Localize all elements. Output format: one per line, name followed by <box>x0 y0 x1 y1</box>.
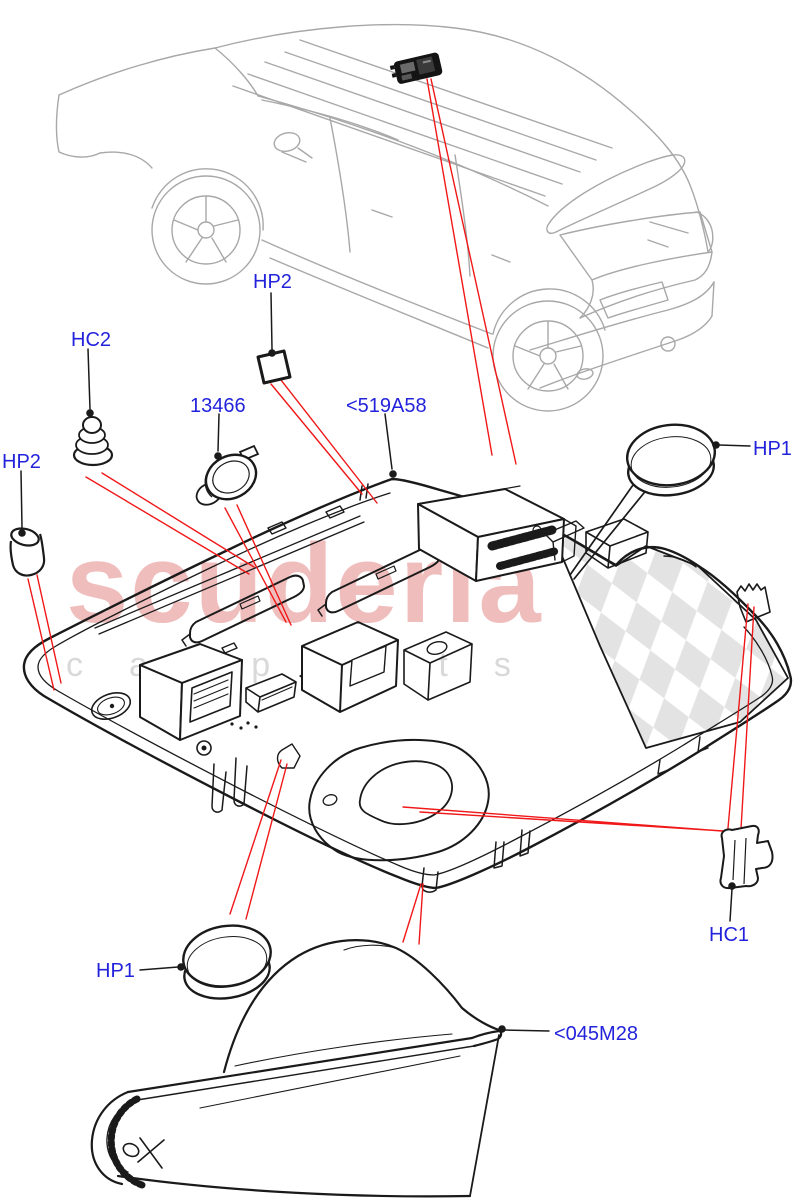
callout-hp2-left[interactable]: HP2 <box>2 451 41 473</box>
vehicle-sketch <box>55 23 715 412</box>
callout-045m28[interactable]: <045M28 <box>554 1023 638 1045</box>
red-leader-lines <box>27 78 755 945</box>
clip-bracket <box>736 583 771 623</box>
center-module <box>301 621 399 713</box>
roof-console-marker <box>389 52 443 84</box>
lamp-module <box>139 643 243 741</box>
part-045m28-bin <box>90 939 503 1198</box>
callout-hp2-top[interactable]: HP2 <box>253 271 292 293</box>
latch-opening <box>276 738 490 862</box>
part-hp1-cap-bottom <box>182 924 272 1000</box>
leader-dots <box>18 349 736 1033</box>
callout-13466[interactable]: 13466 <box>190 395 246 417</box>
black-leader-lines <box>20 292 751 1032</box>
callout-519a58[interactable]: <519A58 <box>346 395 427 417</box>
checkered-panel <box>561 533 789 749</box>
console-assembly <box>22 477 793 893</box>
part-hp2-cap-left <box>9 527 46 577</box>
part-hc2-grommet <box>72 416 114 467</box>
pointer-line <box>569 484 649 580</box>
part-hc1-clip <box>719 824 774 890</box>
callout-hp1-bottom[interactable]: HP1 <box>96 960 135 982</box>
part-13466-bulb-holder <box>195 444 260 506</box>
console-outline <box>22 477 793 890</box>
callout-hc2[interactable]: HC2 <box>71 329 111 351</box>
slide-rail-left <box>181 574 305 647</box>
ecu-module <box>417 485 577 582</box>
part-hp1-cap-right <box>625 423 717 497</box>
callout-hc1[interactable]: HC1 <box>709 924 749 946</box>
callout-hp1-right[interactable]: HP1 <box>753 438 792 460</box>
callout-labels: HP2 HC2 HP2 13466 <519A58 HP1 HC1 HP1 <0… <box>2 271 792 1045</box>
